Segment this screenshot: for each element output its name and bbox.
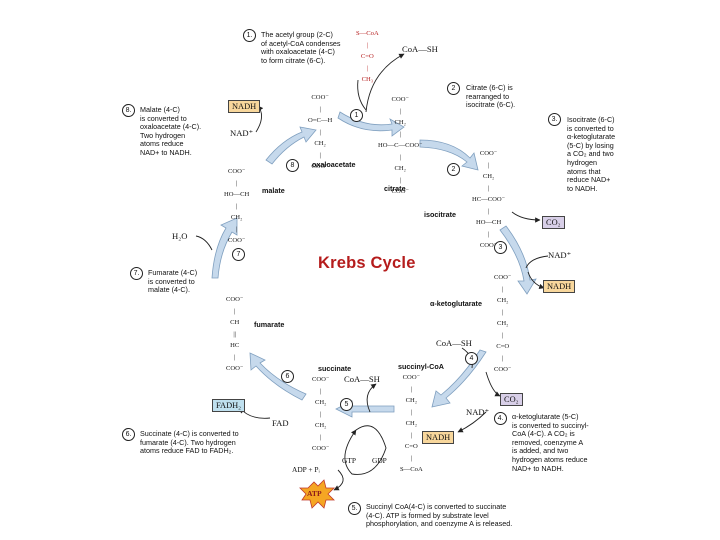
step-note-2: Citrate (6-C) is rearranged to isocitrat… <box>466 83 516 110</box>
cycle-step-1: 1 <box>350 109 363 122</box>
malate-structure: COO⁻ | HO—CH | CH₂ | COO⁻ <box>224 168 250 244</box>
cycle-arrow-step3 <box>499 225 537 295</box>
step-note-3: Isocitrate (6-C) is converted to α-ketog… <box>567 115 616 193</box>
coa-sh-input-4: CoA—SH <box>436 338 472 348</box>
step-marker-5: 5. <box>348 502 361 515</box>
fumarate-structure: COO⁻ | CH || HC | COO⁻ <box>226 296 244 372</box>
cycle-step-8: 8 <box>286 159 299 172</box>
coa-out-arrow-5 <box>366 383 377 413</box>
cycle-arrow-step8 <box>265 126 317 165</box>
succinate-label: succinate <box>318 364 352 373</box>
nad-input-3: NAD⁺ <box>548 250 572 260</box>
succinyl-coa-structure: COO⁻ | CH₂ | CH₂ | C=O | S—CoA <box>400 374 423 473</box>
adp-atp-arrow <box>333 469 344 491</box>
cycle-step-2: 2 <box>447 163 460 176</box>
cycle-step-6: 6 <box>281 370 294 383</box>
step-marker-7: 7. <box>130 267 143 280</box>
gtp-label: GTP <box>342 456 356 465</box>
acetyl-group-structure: S—CoA | C=O | CH₃ <box>356 30 379 83</box>
ketoglutarate-structure: COO⁻ | CH₂ | CH₂ | C=O | COO⁻ <box>494 274 512 373</box>
nad-input-8: NAD⁺ <box>230 128 254 138</box>
citrate-structure: COO⁻ | CH₂ | HO—C—COO⁻ | CH₂ | COO⁻ <box>378 96 423 195</box>
nadh-badge-8: NADH <box>228 100 261 113</box>
co2-out-arrow-3 <box>511 211 541 223</box>
atp-starburst <box>299 479 335 509</box>
nadh-out-arrow-3 <box>527 271 545 290</box>
acetyl-in-arrow <box>357 79 367 111</box>
nad-nadh-arrow-4 <box>457 411 487 433</box>
isocitrate-structure: COO⁻ | CH₂ | HC—COO⁻ | HO—CH | COO⁻ <box>472 150 506 249</box>
cycle-arrow-step2 <box>419 139 479 171</box>
nad-in-arrow-3 <box>525 255 549 269</box>
step-note-8: Malate (4-C) is converted to oxaloacetat… <box>140 105 202 157</box>
oxaloacetate-structure: COO⁻ | O=C—H | CH₂ | COO⁻ <box>308 94 333 170</box>
nad-input-4: NAD⁺ <box>466 407 490 417</box>
step-marker-4: 4. <box>494 412 507 425</box>
cycle-arrow-step7 <box>211 217 238 279</box>
step-note-4: α-ketoglutarate (5-C) is converted to su… <box>512 412 589 473</box>
step-marker-3: 3. <box>548 113 561 126</box>
cycle-step-5: 5 <box>340 398 353 411</box>
atp-label: ATP <box>307 489 322 498</box>
cycle-step-3: 3 <box>494 241 507 254</box>
step-marker-2: 2 <box>447 82 460 95</box>
gtp-gdp-loop <box>344 425 387 475</box>
page-title: Krebs Cycle <box>318 254 416 272</box>
coa-release-arrow <box>365 53 405 113</box>
cycle-step-4: 4 <box>465 352 478 365</box>
step-marker-6: 6. <box>122 428 135 441</box>
h2o-in-arrow <box>195 235 213 251</box>
ketoglutarate-label: α-ketoglutarate <box>430 299 482 308</box>
co2-badge-4: CO₂ <box>500 393 523 406</box>
nadh-badge-3: NADH <box>543 280 576 293</box>
cycle-arrow-step1 <box>337 111 405 137</box>
step-note-7: Fumarate (4-C) is converted to malate (4… <box>148 268 198 295</box>
coa-sh-released-1: CoA—SH <box>402 44 438 54</box>
fadh2-badge: FADH₂ <box>212 399 246 412</box>
step-marker-1: 1. <box>243 29 256 42</box>
gdp-label: GDP <box>372 456 387 465</box>
nadh-badge-4: NADH <box>422 431 455 444</box>
cycle-arrow-step6 <box>249 352 307 401</box>
malate-label: malate <box>262 186 285 195</box>
water-input: H₂O <box>172 231 188 241</box>
succinate-structure: COO⁻ | CH₂ | CH₂ | COO⁻ <box>312 376 330 452</box>
co2-out-arrow-4 <box>485 371 501 397</box>
fad-input: FAD <box>272 418 289 428</box>
succinyl-coa-label: succinyl-CoA <box>398 362 444 371</box>
step-marker-8: 8. <box>122 104 135 117</box>
citrate-label: citrate <box>384 184 406 193</box>
step-note-5: Succinyl CoA(4-C) is converted to succin… <box>366 502 513 529</box>
oxaloacetate-label: oxaloacetate <box>312 160 356 169</box>
adp-pi-label: ADP + Pᵢ <box>292 465 320 474</box>
step-note-1: The acetyl group (2-C) of acetyl-CoA con… <box>261 30 341 65</box>
coa-sh-released-5: CoA—SH <box>344 374 380 384</box>
fumarate-label: fumarate <box>254 320 285 329</box>
cycle-step-7: 7 <box>232 248 245 261</box>
step-note-6: Succinate (4-C) is converted to fumarate… <box>140 429 239 456</box>
isocitrate-label: isocitrate <box>424 210 456 219</box>
co2-badge-3: CO₂ <box>542 216 565 229</box>
